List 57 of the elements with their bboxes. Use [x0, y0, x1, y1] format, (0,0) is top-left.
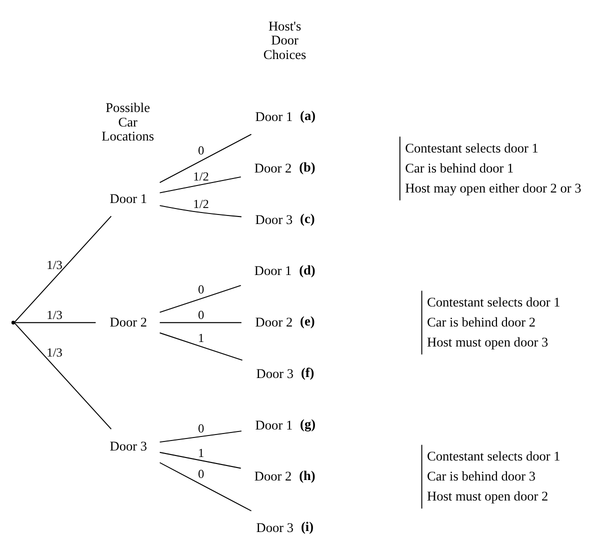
label: Contestant selects door 1: [405, 140, 538, 156]
connector: [159, 430, 242, 442]
node-label: (e): [300, 313, 315, 328]
node-text: Door 2: [254, 468, 292, 484]
node-label: (h): [299, 467, 316, 482]
node-text: Door 1: [254, 262, 292, 278]
connector: [159, 462, 252, 511]
edge-label: 1: [198, 330, 204, 344]
connector: [159, 176, 242, 193]
edge-label: 0: [198, 308, 204, 322]
node-label: (i): [300, 518, 314, 534]
connector: [159, 451, 242, 468]
edge-label: 1/3: [46, 308, 62, 322]
node-text: Door 3: [255, 211, 293, 226]
label: Host may open either door 2 or 3: [405, 180, 582, 195]
label: Host must open door 3: [427, 334, 548, 350]
node-label: (d): [299, 262, 316, 277]
label: Host's Door Choices: [263, 18, 306, 62]
edge-label: 0: [198, 282, 204, 296]
label: Car is behind door 3: [427, 468, 536, 484]
node-label: (f): [300, 364, 314, 380]
node-label: (b): [299, 159, 316, 174]
connector: [159, 332, 243, 360]
node-label: (g): [300, 416, 316, 431]
connector: [14, 322, 96, 323]
label: Contestant selects door 1: [427, 448, 560, 464]
node-point: [11, 320, 16, 324]
connector: [14, 215, 112, 322]
node-label: (c): [300, 210, 315, 226]
connector: [159, 204, 242, 217]
edge-label: 1/3: [46, 344, 62, 359]
node-text: Door 3: [256, 365, 294, 380]
node-text: Door 2: [110, 314, 148, 330]
edge-label: 0: [198, 466, 204, 481]
node-text: Door 1: [255, 108, 293, 124]
node-label: (a): [300, 108, 316, 123]
label: Car is behind door 2: [427, 314, 536, 330]
connector: [159, 322, 242, 323]
node-text: Door 3: [256, 520, 294, 535]
node-text: Door 2: [254, 160, 292, 175]
label: Contestant selects door 1: [427, 294, 560, 310]
edge-label: 1/2: [193, 168, 209, 183]
label: Possible Car Locations: [102, 100, 154, 144]
connector: [159, 133, 252, 183]
edge-label: 1: [198, 446, 204, 460]
connector: [14, 322, 112, 430]
node-text: Door 3: [110, 438, 148, 453]
edge-label: 0: [198, 143, 204, 158]
edge-label: 1/3: [46, 257, 62, 272]
label: Host must open door 2: [427, 488, 548, 504]
node-text: Door 1: [255, 416, 293, 432]
node-text: Door 1: [110, 190, 148, 206]
connector: [159, 284, 242, 312]
edge-label: 0: [198, 420, 204, 435]
node-text: Door 2: [255, 314, 293, 330]
edge-label: 1/2: [193, 196, 209, 210]
label: Car is behind door 1: [405, 160, 514, 175]
